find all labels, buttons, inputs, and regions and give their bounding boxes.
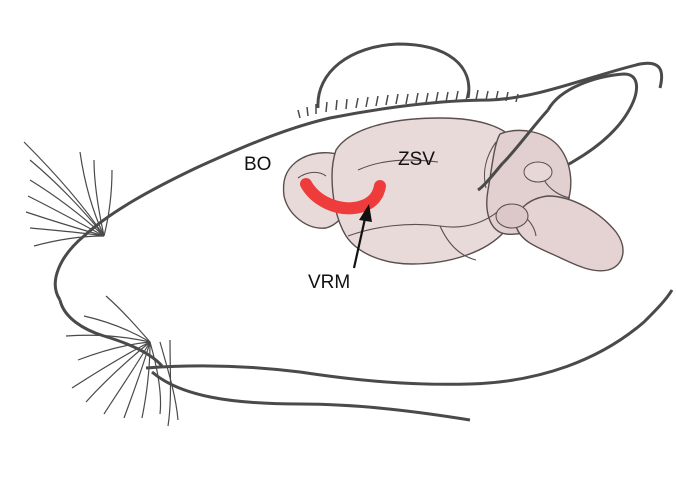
label-zsv: ZSV: [398, 150, 435, 169]
brain-lobe-detail-2: [524, 162, 552, 182]
brain-lobe-detail: [496, 204, 528, 228]
lower-whiskers: [66, 296, 178, 426]
jaw-outline: [146, 290, 672, 384]
snout-outline: [60, 300, 162, 366]
label-vrm: VRM: [308, 273, 350, 292]
upper-whiskers: [24, 142, 112, 246]
label-bo: BO: [244, 155, 271, 174]
mouth-line: [152, 372, 470, 420]
brainstem: [516, 196, 623, 271]
